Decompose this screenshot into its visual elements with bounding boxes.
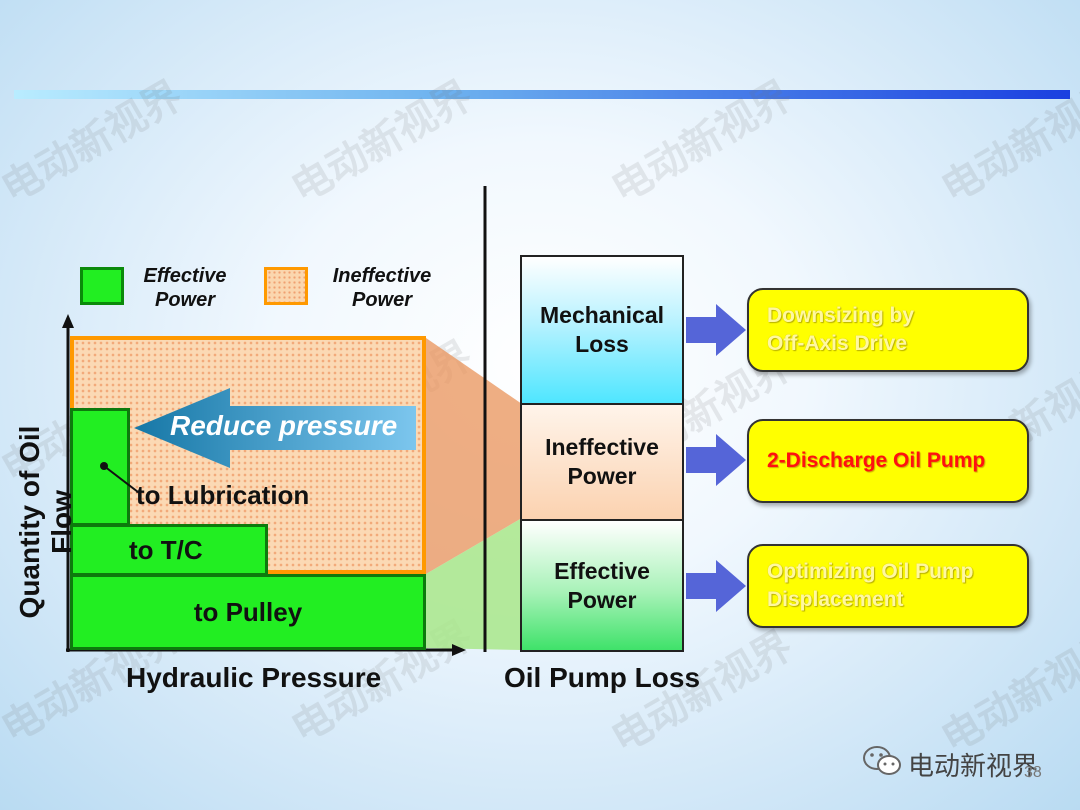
arrow-right-icon (686, 304, 746, 356)
measure-downsizing-label: Downsizing by Off-Axis Drive (767, 304, 914, 355)
legend-ineffective-swatch (264, 267, 308, 305)
ineffective-power-segment: Ineffective Power (520, 403, 684, 521)
title-bar-stripe (14, 90, 1070, 99)
lubrication-block (70, 408, 130, 526)
x-axis-label: Hydraulic Pressure (126, 662, 382, 693)
footer-brand: 电动新视界 (908, 752, 1039, 782)
wechat-icon (862, 744, 902, 778)
lubrication-label: to Lubrication (136, 480, 310, 510)
reduce-pressure-arrow (134, 388, 416, 468)
measure-displacement-box: Optimizing Oil Pump Displacement (747, 544, 1029, 628)
legend-effective-swatch (80, 267, 124, 305)
tc-label: to T/C (129, 534, 203, 565)
measure-2-discharge-box: 2-Discharge Oil Pump (747, 419, 1029, 503)
effective-power-segment: Effective Power (520, 519, 684, 652)
page-number: 38 (1024, 764, 1042, 781)
legend-ineffective-label: Ineffective Power (332, 265, 432, 311)
arrow-right-icon (686, 560, 746, 612)
measure-downsizing-box: Downsizing by Off-Axis Drive (747, 288, 1029, 372)
measure-2-discharge-label: 2-Discharge Oil Pump (767, 449, 986, 472)
legend-effective-label: Effective Power (143, 265, 227, 311)
pulley-label: to Pulley (193, 596, 303, 627)
y-axis-arrowhead (62, 314, 74, 328)
ineffective-connector (426, 338, 522, 574)
mechanical-loss-segment: Mechanical Loss (520, 255, 684, 405)
tc-block: to T/C (70, 524, 268, 576)
arrow-right-icon (686, 434, 746, 486)
measure-displacement-label: Optimizing Oil Pump Displacement (767, 560, 974, 611)
reduce-pressure-label: Reduce pressure (170, 410, 398, 441)
loss-column-title: Oil Pump Loss (504, 662, 701, 693)
x-axis-arrowhead (452, 644, 466, 656)
effective-connector (426, 518, 522, 650)
